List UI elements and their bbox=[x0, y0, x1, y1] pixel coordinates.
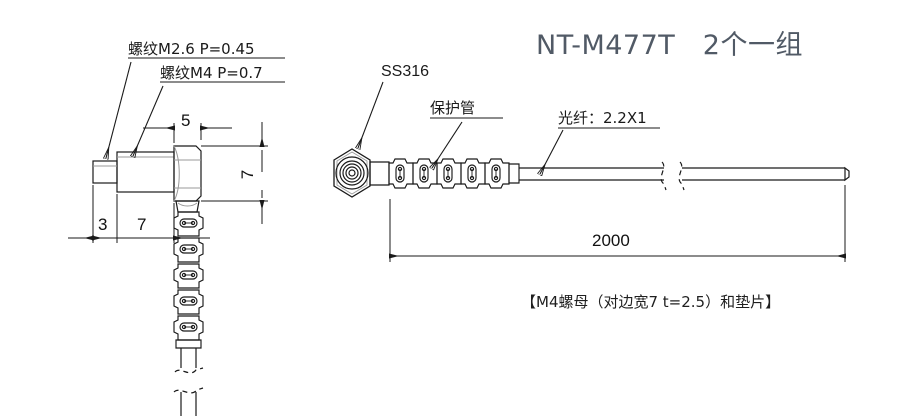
sensor-face-outer bbox=[335, 156, 369, 190]
dimension-total-length: 2000 bbox=[592, 231, 630, 250]
right-view-geometry bbox=[333, 148, 850, 198]
total-length-dimension bbox=[389, 185, 846, 262]
label-material-ss316: SS316 bbox=[381, 63, 430, 80]
label-fiber: 光纤：2.2X1 bbox=[558, 109, 647, 127]
label-thread-m26: 螺纹M2.6 P=0.45 bbox=[128, 40, 255, 58]
leader-tube bbox=[432, 121, 463, 168]
sensor-face-ring1 bbox=[339, 160, 365, 186]
leader-ss316 bbox=[358, 81, 384, 148]
label-protective-tube: 保护管 bbox=[430, 99, 476, 117]
label-thread-m4: 螺纹M4 P=0.7 bbox=[160, 64, 263, 82]
m4-thread-body bbox=[116, 151, 175, 193]
leader-m4 bbox=[133, 85, 164, 156]
left-view-geometry bbox=[92, 145, 204, 416]
drawing-title: NT-M477T 2个一组 bbox=[536, 30, 803, 61]
dimension-nut-width: 7 bbox=[238, 169, 258, 180]
right-view-leaders bbox=[358, 81, 660, 174]
cable-vertical bbox=[173, 348, 204, 416]
left-view-dimensions bbox=[68, 122, 268, 243]
hex-nut-front bbox=[333, 148, 371, 198]
leader-m26 bbox=[106, 61, 132, 158]
left-view-leaders bbox=[106, 57, 285, 158]
sensor-face-core bbox=[348, 169, 356, 177]
armored-tube-horizontal bbox=[388, 158, 520, 189]
dimension-thread-length: 7 bbox=[137, 215, 147, 234]
elbow-block bbox=[369, 161, 390, 186]
dimension-nut-length: 5 bbox=[181, 111, 191, 130]
nut-collar bbox=[175, 200, 200, 213]
m26-tip-body bbox=[92, 160, 118, 184]
leader-fiber bbox=[540, 129, 564, 174]
sensor-face-ring2 bbox=[342, 163, 362, 183]
armored-tube-vertical bbox=[173, 211, 204, 349]
dimension-tip-length: 3 bbox=[98, 215, 108, 234]
hex-nut-profile bbox=[173, 145, 202, 202]
drawing-note: 【M4螺母（对边宽7 t=2.5）和垫片】 bbox=[521, 293, 781, 311]
sensor-face-ring3 bbox=[345, 166, 359, 180]
fiber-cable-horizontal bbox=[519, 161, 850, 191]
